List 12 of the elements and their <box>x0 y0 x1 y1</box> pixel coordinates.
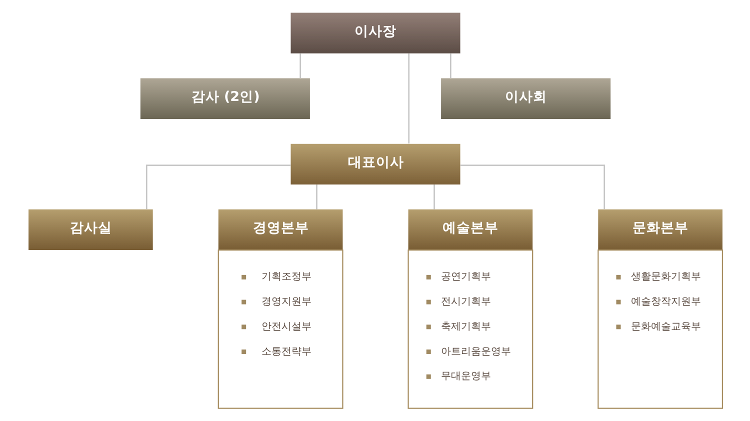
connector <box>145 164 290 210</box>
connector <box>316 184 317 210</box>
connector <box>433 184 434 210</box>
node-box: 이사장 <box>290 12 460 54</box>
connector <box>299 53 301 78</box>
connector <box>460 164 605 210</box>
node-box: 감사 (2인) <box>140 78 310 119</box>
node-box: 감사실 <box>28 209 152 250</box>
connector <box>449 53 451 78</box>
node-box: 대표이사 <box>290 144 460 184</box>
connector <box>408 54 410 144</box>
node-box: 이사회 <box>440 78 610 119</box>
